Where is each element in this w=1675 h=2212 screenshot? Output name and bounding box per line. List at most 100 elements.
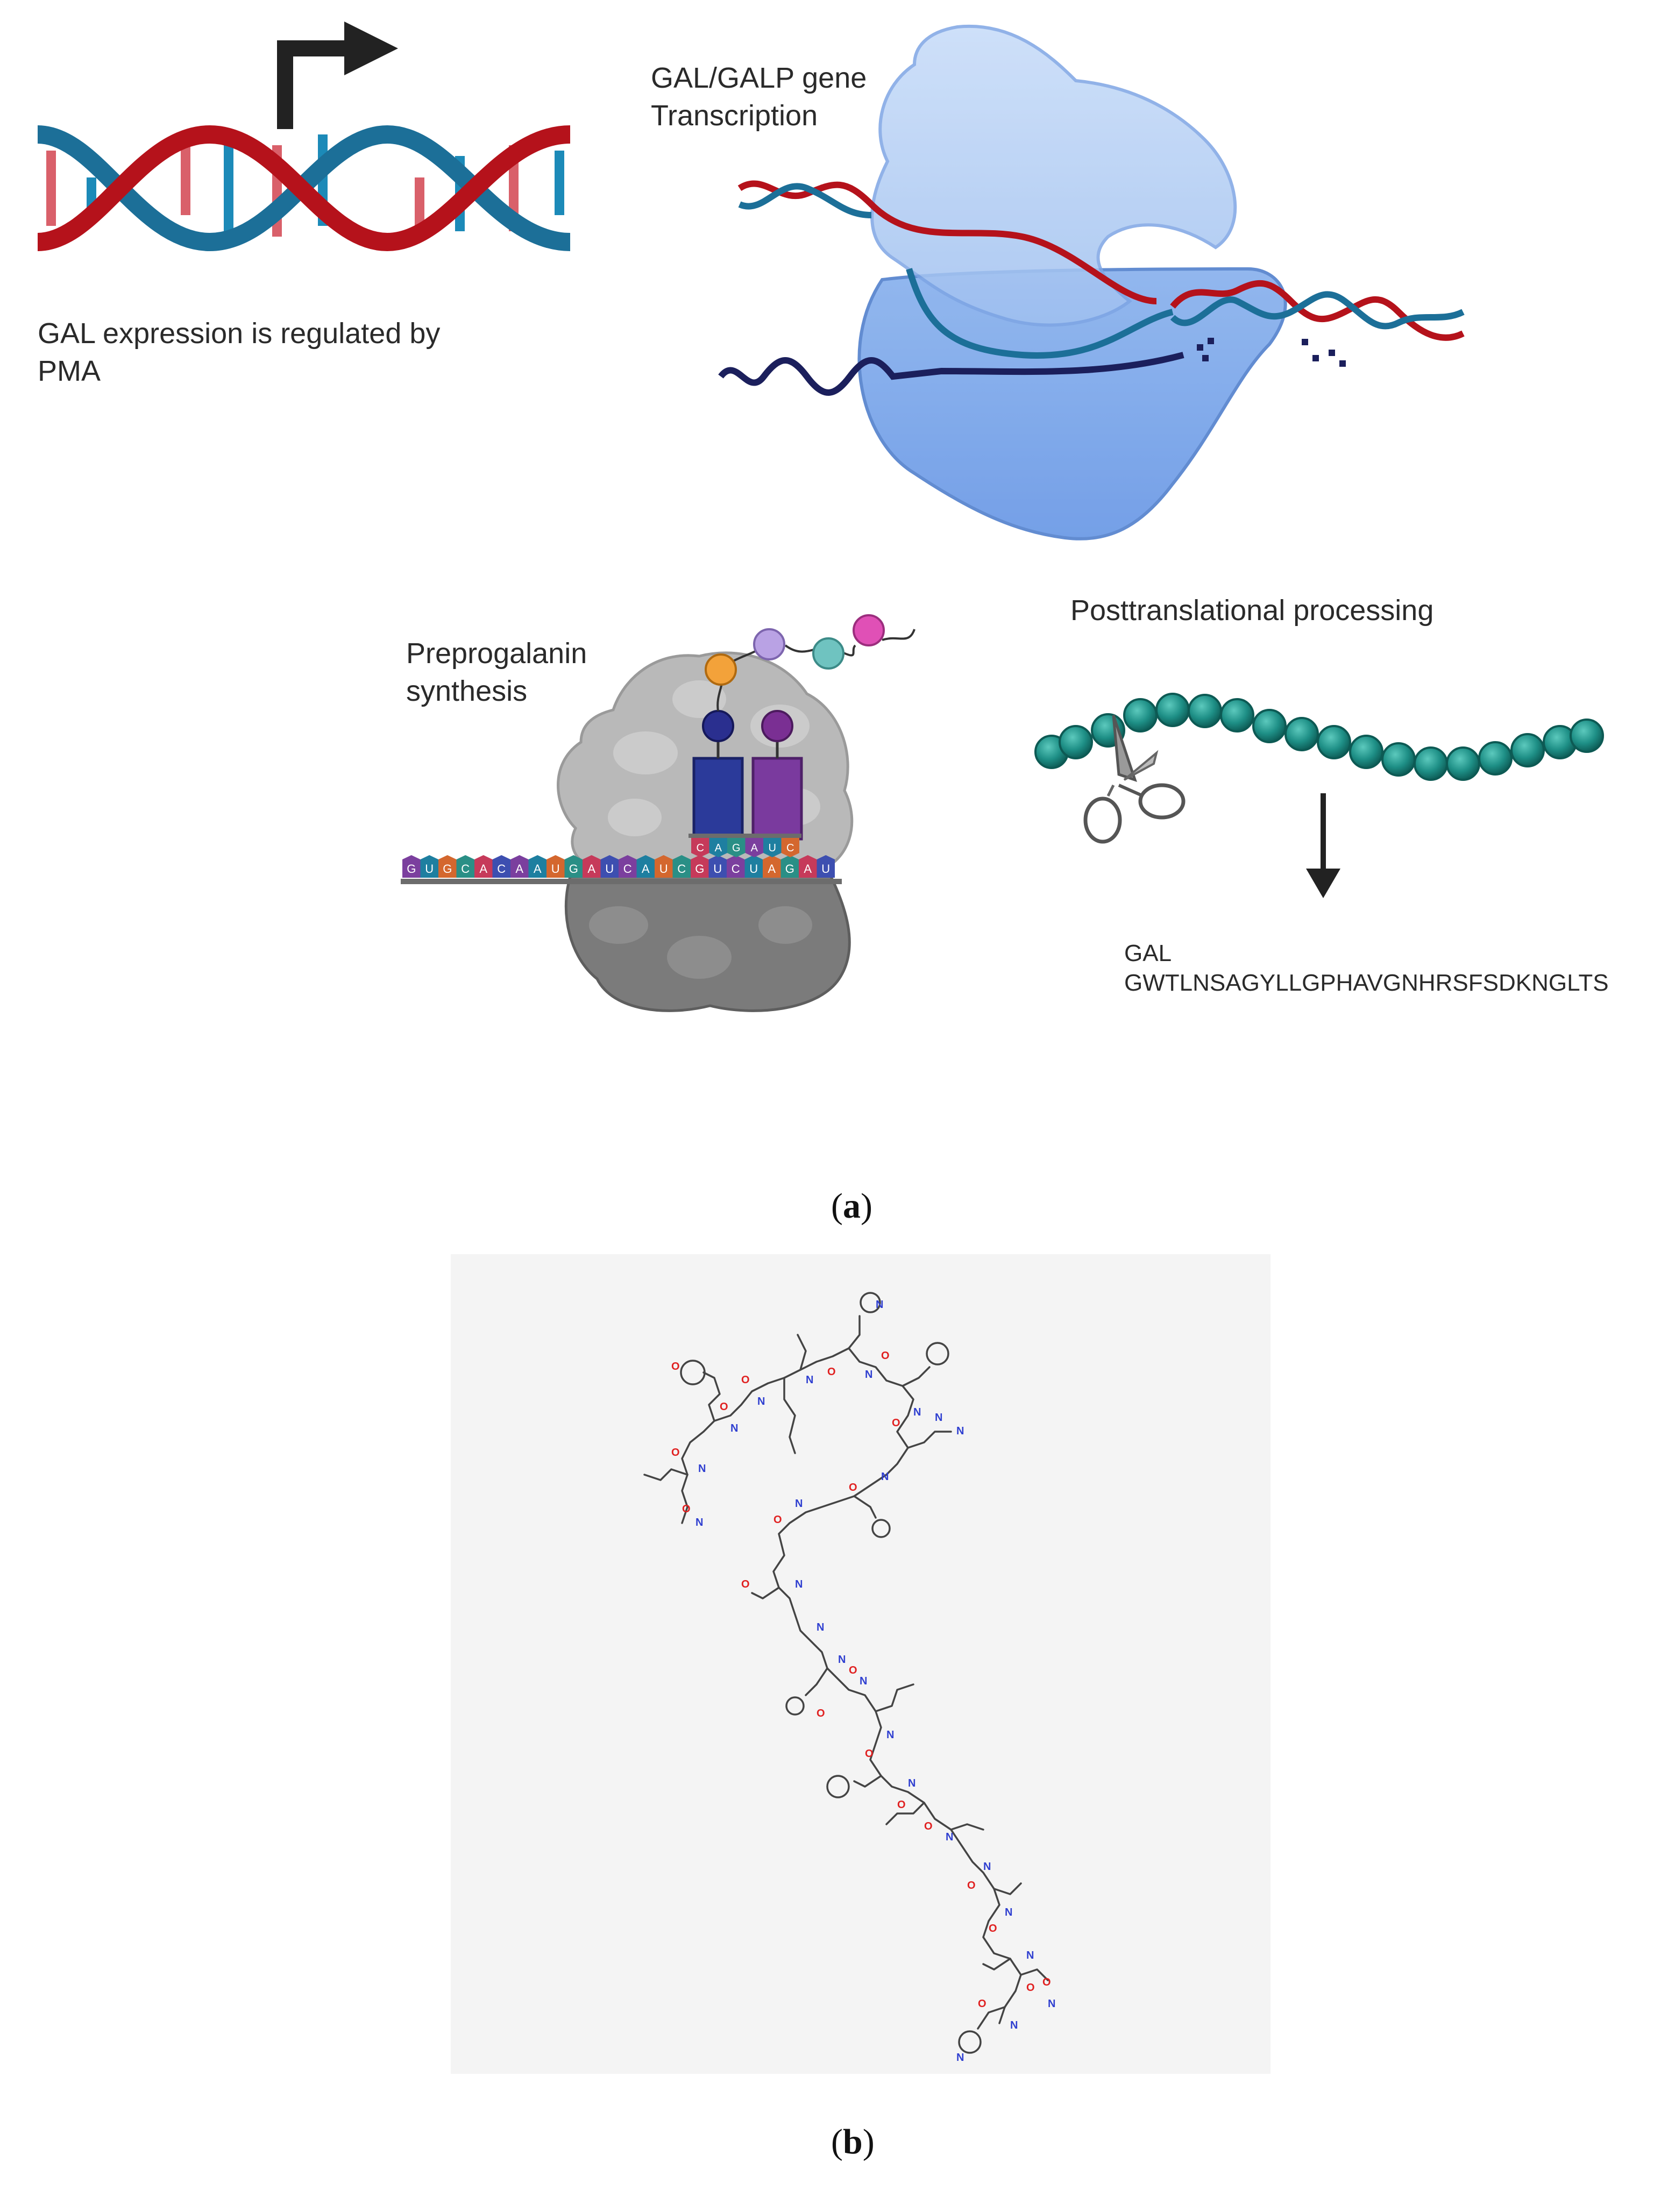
mrna-nucleotide-letter: C [623, 862, 632, 876]
mrna-nucleotide-letter: G [407, 862, 416, 876]
svg-text:N: N [956, 2052, 964, 2064]
anticodon-nucleotide [781, 838, 799, 857]
svg-text:N: N [838, 1654, 846, 1666]
mrna-nucleotide [817, 855, 835, 878]
mrna-nucleotide [510, 855, 529, 878]
mrna-nucleotide [402, 855, 421, 878]
mrna-nucleotide [564, 855, 583, 878]
svg-text:O: O [849, 1665, 857, 1676]
anticodon-letter: A [751, 842, 758, 854]
template-dna-icon [737, 180, 1465, 359]
svg-text:O: O [1026, 1982, 1035, 1994]
mrna-nucleotide [456, 855, 474, 878]
rna-polymerase-icon [857, 24, 1287, 540]
mrna-nucleotide-letter: C [677, 862, 686, 876]
svg-text:N: N [1026, 1950, 1034, 1961]
svg-text:N: N [806, 1374, 813, 1386]
anticodon-nucleotide [709, 838, 727, 857]
anticodon-nucleotide [691, 838, 709, 857]
amino-acid-bead [1284, 717, 1319, 751]
anticodon-nucleotide [727, 838, 746, 857]
mrna-nucleotide-letter: U [551, 862, 560, 876]
amino-acid-bead [1155, 693, 1190, 727]
svg-text:N: N [886, 1729, 894, 1741]
mrna-nucleotide-letter: A [768, 862, 776, 876]
amino-acid-bead [1059, 725, 1093, 759]
svg-text:N: N [908, 1777, 915, 1789]
anticodon-letter: A [715, 842, 722, 854]
svg-text:O: O [671, 1361, 680, 1372]
svg-text:O: O [741, 1578, 750, 1590]
mrna-nucleotide-letter: C [732, 862, 740, 876]
mrna-nucleotide [546, 855, 565, 878]
svg-text:O: O [1042, 1976, 1051, 1988]
mrna-transcript-icon [718, 338, 1346, 396]
svg-text:N: N [865, 1369, 872, 1381]
amino-acid-bead [1570, 719, 1604, 753]
svg-text:N: N [757, 1396, 765, 1407]
svg-text:N: N [956, 1425, 964, 1437]
dna-helix-icon [37, 125, 571, 252]
svg-text:N: N [1010, 2019, 1018, 2031]
svg-text:N: N [795, 1498, 803, 1510]
anticodon-nucleotide [745, 838, 763, 857]
svg-text:O: O [720, 1401, 728, 1413]
mrna-nucleotide [474, 855, 493, 878]
anticodon-nucleotide [763, 838, 782, 857]
svg-text:N: N [730, 1422, 738, 1434]
anticodon-letter: C [697, 842, 704, 854]
svg-text:N: N [913, 1406, 921, 1418]
svg-text:N: N [983, 1861, 991, 1873]
svg-text:O: O [817, 1708, 825, 1719]
amino-acid-bead [1188, 694, 1222, 728]
mrna-nucleotide [780, 855, 799, 878]
svg-text:O: O [671, 1447, 680, 1459]
mrna-nucleotide-letter: U [749, 862, 758, 876]
svg-text:N: N [1005, 1907, 1012, 1918]
svg-text:O: O [849, 1482, 857, 1493]
mrna-nucleotide [708, 855, 727, 878]
mrna-nucleotide [744, 855, 763, 878]
amino-acid-bead [1317, 725, 1351, 759]
mrna-nucleotide-letter: U [659, 862, 668, 876]
svg-text:N: N [695, 1517, 703, 1528]
mrna-nucleotide [583, 855, 601, 878]
svg-text:N: N [1048, 1998, 1055, 2010]
mrna-nucleotide [672, 855, 691, 878]
mrna-nucleotide [438, 855, 457, 878]
mrna-nucleotide-letter: G [785, 862, 794, 876]
amino-acid-bead [1252, 709, 1287, 743]
svg-text:N: N [935, 1412, 942, 1424]
mrna-nucleotide-letter: U [821, 862, 830, 876]
mrna-nucleotide-letter: G [443, 862, 452, 876]
anticodon-letter: C [786, 842, 794, 854]
mrna-nucleotide [727, 855, 745, 878]
svg-text:O: O [827, 1366, 836, 1378]
svg-text:N: N [881, 1471, 889, 1483]
transcription-label: GAL/GALP gene Transcription [651, 62, 867, 132]
gal-regulation-label: GAL expression is regulated by PMA [38, 317, 441, 387]
mrna-nucleotide-letter: G [569, 862, 578, 876]
amino-acid-bead [1478, 741, 1513, 776]
amino-acid-bead [1446, 746, 1480, 781]
svg-text:O: O [881, 1350, 890, 1362]
svg-text:N: N [795, 1578, 803, 1590]
svg-text:O: O [989, 1923, 997, 1934]
down-arrow-icon [1306, 793, 1340, 898]
mrna-nucleotide-letter: A [804, 862, 812, 876]
peptide-bead-chain-icon [1034, 693, 1604, 781]
anticodon-letter: G [732, 842, 741, 854]
mrna-nucleotide-letter: A [642, 862, 650, 876]
mrna-nucleotide [636, 855, 655, 878]
svg-text:O: O [741, 1374, 750, 1386]
trna-right-icon [751, 710, 803, 841]
posttranslational-processing-label: Posttranslational processing [1070, 594, 1434, 627]
svg-text:N: N [860, 1675, 867, 1687]
caption-a: (a) [831, 1186, 872, 1226]
mrna-nucleotide [799, 855, 817, 878]
svg-text:O: O [978, 1998, 986, 2010]
mrna-nucleotide [691, 855, 709, 878]
